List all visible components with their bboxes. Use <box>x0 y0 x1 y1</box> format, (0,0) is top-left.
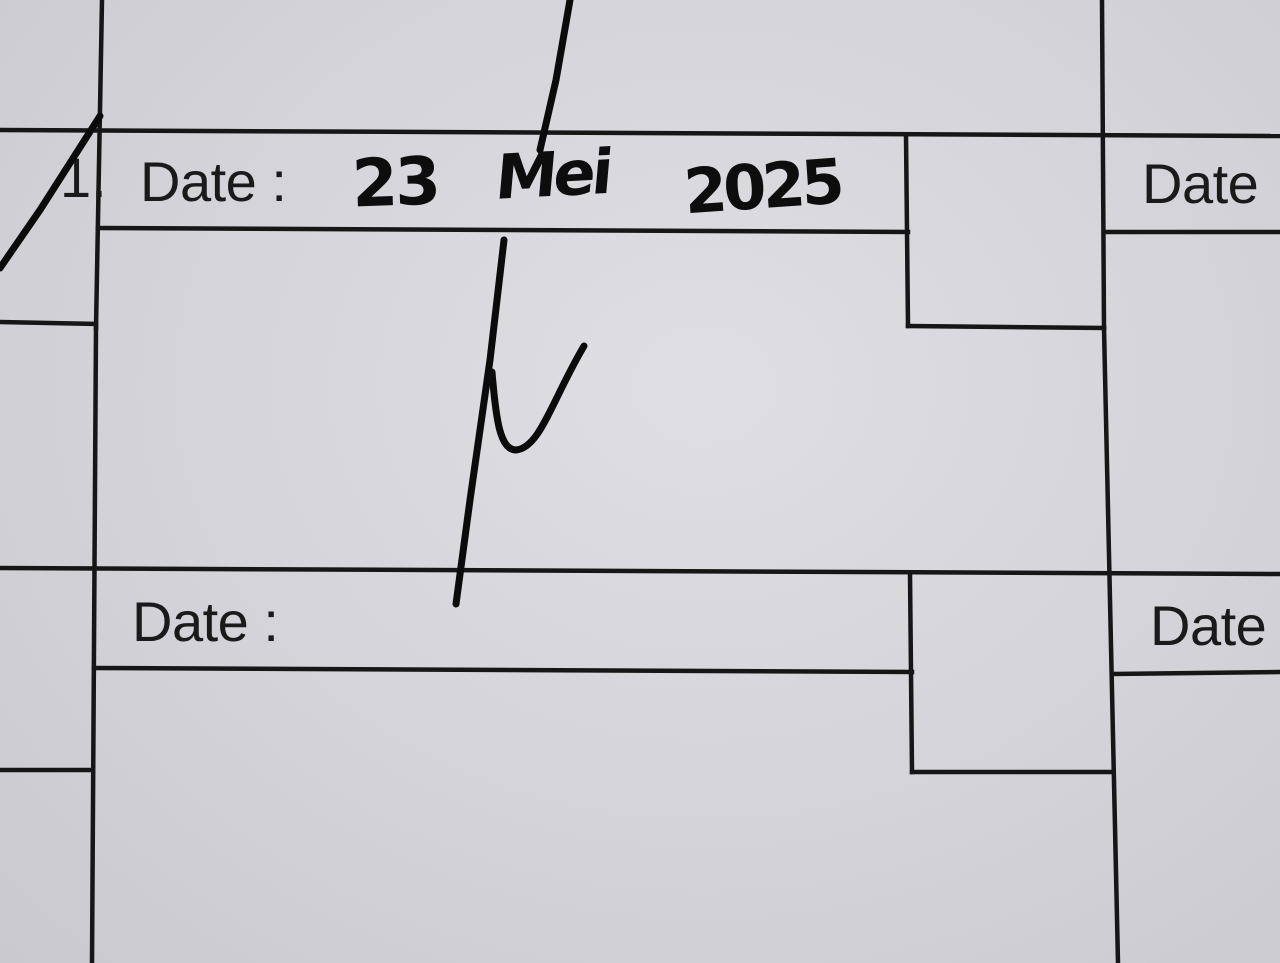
row2-date-underline <box>91 665 915 675</box>
left-column-line-bottom <box>89 325 99 963</box>
date-label-row2-right: Date <box>1150 594 1267 657</box>
row1-date-underline <box>95 225 911 235</box>
date-label-row2: Date : <box>132 590 279 653</box>
handwritten-month: Mei <box>492 135 613 214</box>
right-column-line-bottom <box>1101 325 1121 963</box>
row1-box-bottom <box>905 323 1107 331</box>
row2-right-date-underline <box>1109 669 1280 677</box>
date-label-row1: Date : <box>140 150 287 213</box>
date-label-row1-right: Date <box>1142 152 1259 215</box>
row2-box-left <box>907 571 915 775</box>
row1-box-left <box>903 133 911 329</box>
row2-top-line <box>0 565 1280 577</box>
handwritten-day: 23 <box>350 142 440 223</box>
left-cell-bottom-row1 <box>0 319 99 327</box>
item-number: 1. <box>60 146 107 209</box>
handwritten-year: 2025 <box>681 144 843 229</box>
right-column-line-top <box>1099 0 1107 331</box>
row1-top-line <box>0 127 1280 139</box>
